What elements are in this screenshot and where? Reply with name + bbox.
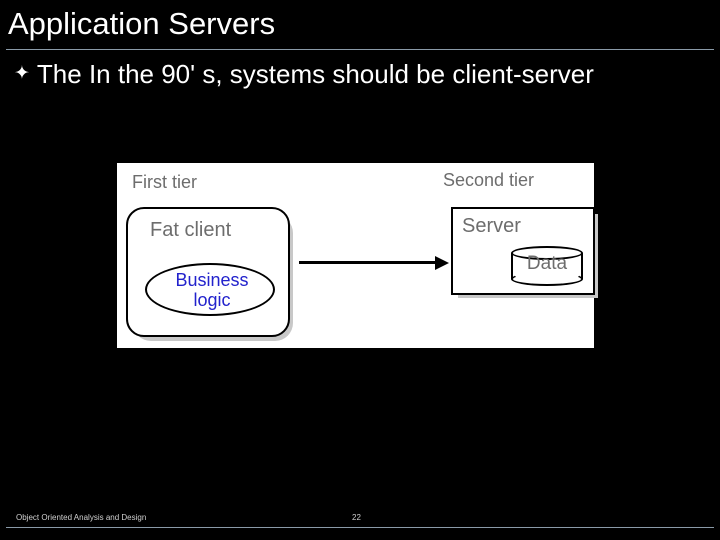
fat-client-label: Fat client [150,219,232,241]
business-logic-line-1: Business [175,270,249,290]
server-box: Server Data [451,207,595,295]
footer-divider [6,527,714,528]
second-tier-label: Second tier [443,170,535,190]
architecture-diagram: First tier Second tier Fat client Busine… [117,163,598,348]
title-divider [6,49,714,50]
business-logic-ellipse: Business logic [145,263,275,316]
database-cylinder-icon: Data [511,246,585,286]
bullet-diamond-icon: ✦ [14,63,30,84]
footer-page-number: 22 [352,513,361,522]
bullet-item: ✦ The In the 90' s, systems should be cl… [14,58,704,90]
arrow-line [299,261,437,264]
fat-client-box: Fat client Business logic [126,207,290,337]
business-logic-line-2: logic [193,290,231,310]
server-label: Server [462,215,521,237]
cylinder-bottom [511,272,583,286]
first-tier-label: First tier [132,172,197,192]
data-label: Data [526,253,568,274]
bullet-item-label: The In the 90' s, systems should be clie… [36,59,594,89]
arrow-head [435,256,449,270]
business-logic-label: Business logic [147,270,277,310]
request-arrow-icon [299,256,449,270]
footer-course-label: Object Oriented Analysis and Design [16,513,147,522]
cylinder-top [511,246,583,260]
page-title: Application Servers [8,6,276,41]
